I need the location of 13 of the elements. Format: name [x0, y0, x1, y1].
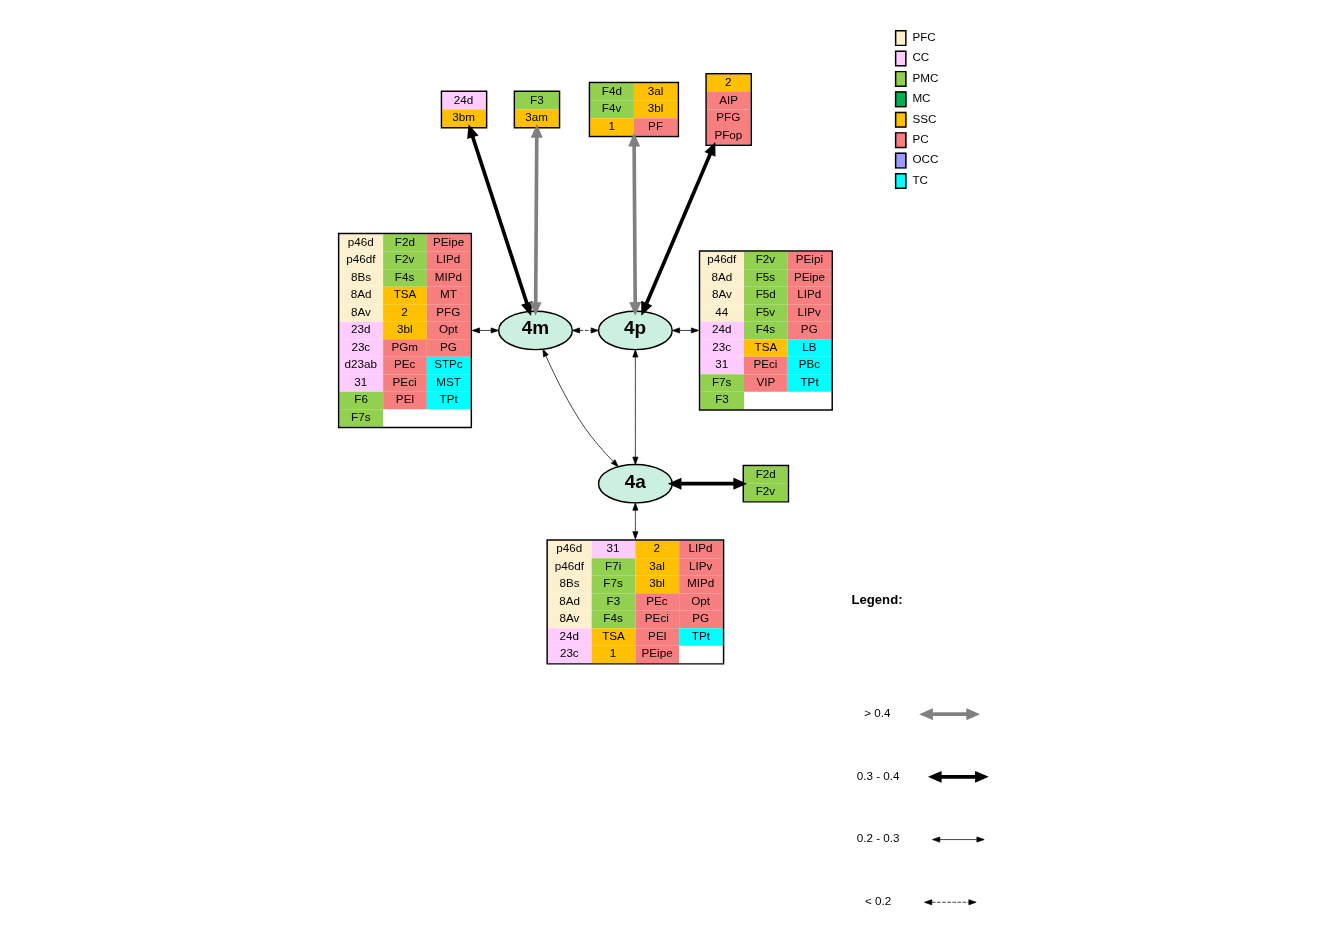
legend-label: < 0.2	[864, 894, 891, 908]
legend-label: PC	[911, 131, 929, 145]
label: Legend:	[851, 592, 903, 608]
legend-label: 0.2 - 0.3	[856, 831, 900, 845]
legend-label: MC	[911, 91, 931, 105]
legend-label: CC	[911, 50, 929, 64]
legend-label: PMC	[911, 70, 938, 84]
legend-label: 0.3 - 0.4	[856, 768, 900, 782]
legend-label: > 0.4	[863, 705, 891, 719]
legend-label: OCC	[911, 152, 938, 166]
legend-label: TC	[911, 172, 928, 186]
legend-label: PFC	[911, 29, 936, 43]
legend-label: SSC	[911, 111, 936, 125]
